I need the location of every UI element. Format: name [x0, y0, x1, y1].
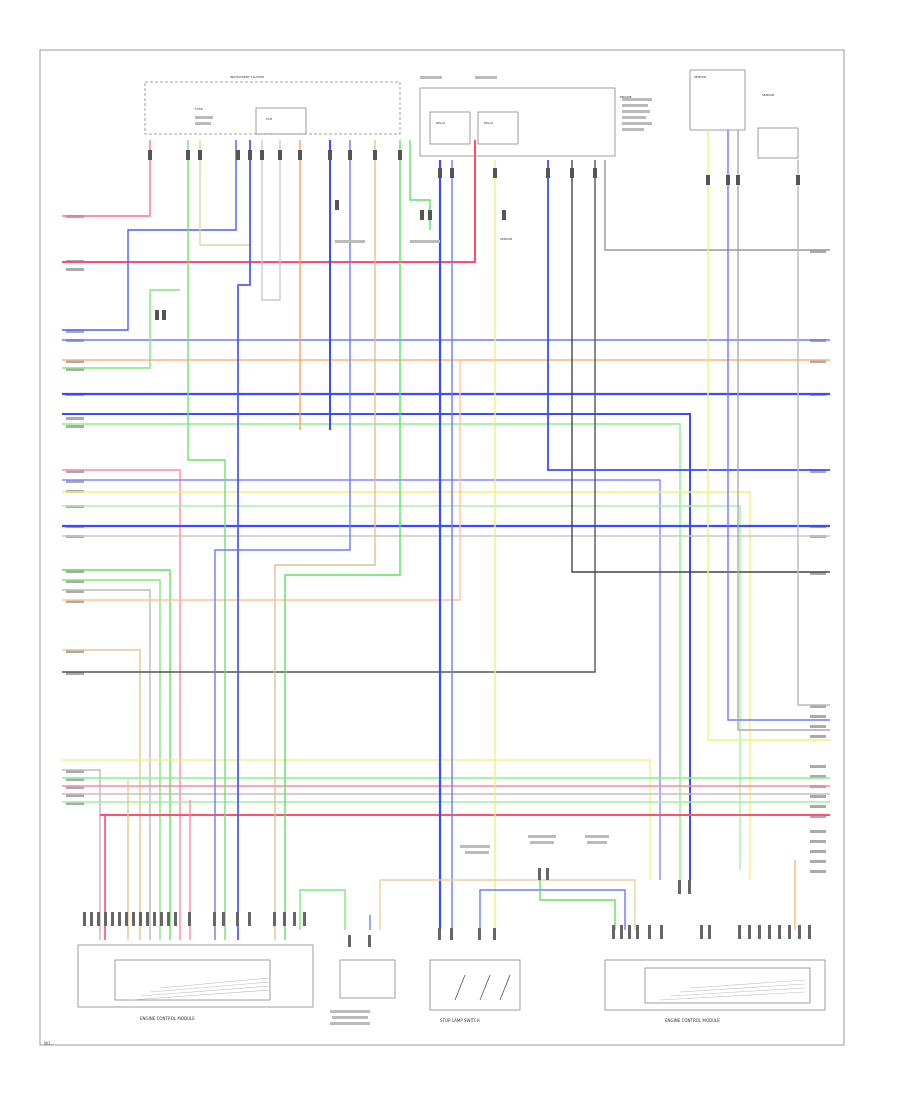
wire-green-4 — [62, 569, 171, 940]
wire-blue-2 — [62, 413, 691, 880]
wire-grey-2 — [62, 589, 151, 940]
sensor-mid-label: SENSOR — [500, 237, 512, 241]
wire-green-vert-2 — [284, 140, 401, 940]
top-labels: INSTRUMENT CLUSTER FUSE M M RELAY RELAY … — [195, 75, 774, 241]
wire-green-bottom — [299, 889, 346, 930]
relay-box-left — [255, 107, 307, 135]
connector-mid-box — [339, 959, 396, 999]
sensor-top-right-label: SENSOR — [694, 75, 706, 79]
wire-blue-a — [62, 140, 237, 331]
bottom-pin-rows — [83, 868, 811, 947]
wire-green-vert-1 — [187, 140, 226, 940]
ecm-right-box — [604, 959, 826, 1011]
wire-tan-vert — [199, 140, 251, 246]
switch-symbol — [454, 974, 511, 1001]
wire-blue-vert-3 — [214, 140, 351, 940]
wire-tan-bottom — [379, 879, 636, 930]
wire-tan-vert-2 — [274, 140, 376, 940]
diagram-frame — [39, 49, 845, 1046]
stop-lamp-switch-box — [429, 959, 521, 1011]
wire-red-main — [62, 140, 476, 263]
wire-yellow-2 — [62, 759, 651, 880]
wire-blue-vert-1 — [237, 140, 251, 940]
wire-yellow-1 — [62, 491, 751, 880]
wire-grey-top — [604, 160, 830, 251]
fuse-box — [144, 81, 401, 135]
footer-code: W1... — [44, 1041, 54, 1046]
ecm-right-inner — [644, 967, 811, 1004]
wire-dark-2 — [571, 160, 830, 573]
ecm-top-box — [419, 87, 616, 157]
vertical-wires — [127, 130, 830, 940]
relay-b-label: RELAY — [484, 121, 494, 125]
wire-green-5 — [62, 579, 161, 940]
ecm-top-note: ENGINE — [620, 95, 632, 99]
stop-lamp-switch-label: STOP LAMP SWITCH — [440, 1018, 480, 1023]
right-row-labels — [810, 250, 826, 873]
top-components — [144, 69, 799, 159]
mid-label-blobs — [195, 76, 652, 1025]
wire-red-2 — [62, 469, 181, 940]
wire-grey-vert-2 — [737, 130, 830, 731]
wire-grey-3 — [62, 769, 101, 940]
wire-green-3 — [62, 505, 741, 870]
wire-green-2 — [62, 423, 681, 880]
relay-a-label: RELAY — [436, 121, 446, 125]
relay-label: M M — [266, 117, 273, 121]
wire-green-bottom-2 — [539, 870, 616, 930]
wire-dark-1 — [62, 160, 596, 673]
wire-blue-vert-6 — [727, 130, 830, 721]
horizontal-wires — [62, 140, 830, 940]
fuse-label: FUSE — [195, 107, 203, 111]
relay-b — [477, 111, 519, 145]
sensor-top-right-box — [689, 69, 746, 131]
bottom-labels: ENGINE CONTROL MODULE STOP LAMP SWITCH E… — [140, 1016, 720, 1023]
bottom-components — [77, 944, 826, 1011]
connector-pins — [148, 150, 800, 320]
wire-blue-3 — [62, 479, 661, 880]
wire-grey-vert — [261, 140, 281, 301]
relay-a — [429, 111, 471, 145]
ecm-left-inner — [114, 959, 271, 1001]
wire-blue-bottom — [479, 889, 626, 930]
wire-red-1 — [62, 140, 151, 217]
ecm-left-box — [77, 944, 314, 1008]
fuse-box-label: INSTRUMENT CLUSTER — [230, 75, 264, 79]
wire-yellow-vert-2 — [707, 130, 830, 741]
wire-grey-vert-3 — [797, 160, 830, 706]
ecm-left-label: ENGINE CONTROL MODULE — [140, 1016, 195, 1021]
pressure-sensor-box — [757, 127, 799, 159]
wire-blue-vert-5 — [547, 160, 830, 471]
pressure-sensor-label: SENSOR — [762, 93, 774, 97]
wire-green-1 — [62, 289, 180, 369]
left-row-labels — [66, 215, 84, 805]
wire-tan-1 — [62, 649, 141, 940]
ecm-hatching — [129, 977, 806, 1001]
ecm-right-label: ENGINE CONTROL MODULE — [665, 1018, 720, 1023]
wire-orange-2 — [62, 360, 461, 601]
